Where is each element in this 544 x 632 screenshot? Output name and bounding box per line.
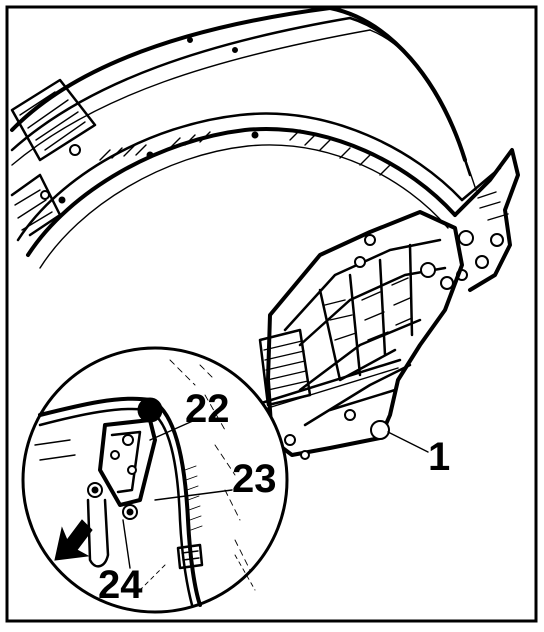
callout-23: 23 [232,457,277,501]
pillar-bracket [453,148,520,292]
direction-arrow-icon [54,519,93,561]
callout-1: 1 [428,435,450,479]
component-1-casting [258,210,464,460]
detail-circle [21,346,289,614]
link-rod [253,358,402,407]
callout-22: 22 [185,387,230,431]
roof-frame [10,6,477,269]
leader-lines [122,419,429,569]
callout-24: 24 [98,563,143,607]
